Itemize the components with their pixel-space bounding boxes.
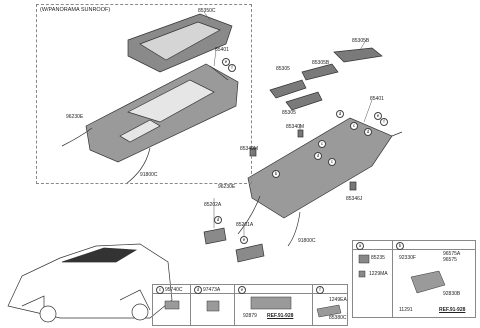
bubble-c-c: c (328, 158, 336, 166)
bubble-d-d: d (214, 216, 222, 224)
table-bubble-e: e (238, 286, 246, 294)
label-85350C: 85350C (198, 8, 216, 14)
label-96230E-a: 96230E (66, 114, 84, 120)
label-85305B-a: 85305B (352, 38, 370, 44)
label-96230E-b: 96230E (218, 184, 236, 190)
part-85235: 85235 (371, 255, 385, 261)
bubble-f-b: f (380, 118, 388, 126)
bubble-e-c: e (240, 236, 248, 244)
label-85305-b: 85305 (282, 110, 296, 116)
label-85401-b: 85401 (370, 96, 384, 102)
label-85340M-a: 85340M (286, 124, 305, 130)
part-96575A: 96575A (443, 251, 461, 257)
table-bubble-c: c (156, 286, 164, 294)
part-11291: 11291 (399, 307, 413, 313)
part-96575: 96575 (443, 257, 457, 263)
vehicle-outline (7, 243, 173, 323)
sunroof-caption: (W/PANORAMA SUNROOF) (40, 7, 111, 13)
bubble-d-c: d (314, 152, 322, 160)
roof-panel-85305-b (285, 91, 323, 111)
table-bubble-a: a (356, 242, 364, 250)
label-85346J: 85346J (346, 196, 363, 202)
part-85380C: 85380C (329, 315, 347, 321)
bubble-c-a: c (350, 122, 358, 130)
part-97473A: 97473A (203, 287, 221, 293)
label-85305B-b: 85305B (312, 60, 330, 66)
roof-panel-85305B-b (301, 63, 339, 81)
roof-panel-85305B-a (333, 47, 383, 63)
label-85401-a: 85401 (215, 47, 229, 53)
label-91800C-a: 91800C (140, 172, 158, 178)
part-92879: 92879 (243, 313, 257, 319)
headliner-right (247, 117, 393, 219)
label-91800C-b: 91800C (298, 238, 316, 244)
sunroof-variant-frame (36, 4, 252, 184)
detail-table-cdef: c 95740C d 97473A e 92879 REF.91-928 f 1… (152, 284, 348, 326)
part-92330F: 92330F (399, 255, 416, 261)
table-bubble-d: d (194, 286, 202, 294)
bubble-e-a: e (222, 58, 230, 66)
part-1249EA: 1249EA (329, 297, 347, 303)
roof-panel-85305-a (269, 79, 307, 99)
sun-visor-a (203, 227, 227, 245)
bubble-c-b: c (318, 140, 326, 148)
ref-b[interactable]: REF.91-928 (439, 307, 466, 313)
detail-table-ab: a b 85235 1229MA 92330F 96575A 96575 928… (352, 240, 476, 318)
table-bubble-f: f (316, 286, 324, 294)
bubble-b: b (272, 170, 280, 178)
bubble-d-b: d (364, 128, 372, 136)
part-95740C: 95740C (165, 287, 183, 293)
sun-visor-b (235, 243, 265, 263)
bubble-f-a: f (228, 64, 236, 72)
table-bubble-b: b (396, 242, 404, 250)
label-85202A: 85202A (204, 202, 222, 208)
bubble-e-b: e (374, 112, 382, 120)
part-92830B: 92830B (443, 291, 461, 297)
bubble-d-a: d (336, 110, 344, 118)
label-85305-a: 85305 (276, 66, 290, 72)
label-85201A: 85201A (236, 222, 254, 228)
ref-e[interactable]: REF.91-928 (267, 313, 294, 319)
label-85340M-b: 85340M (240, 146, 259, 152)
part-1229MA: 1229MA (369, 271, 388, 277)
